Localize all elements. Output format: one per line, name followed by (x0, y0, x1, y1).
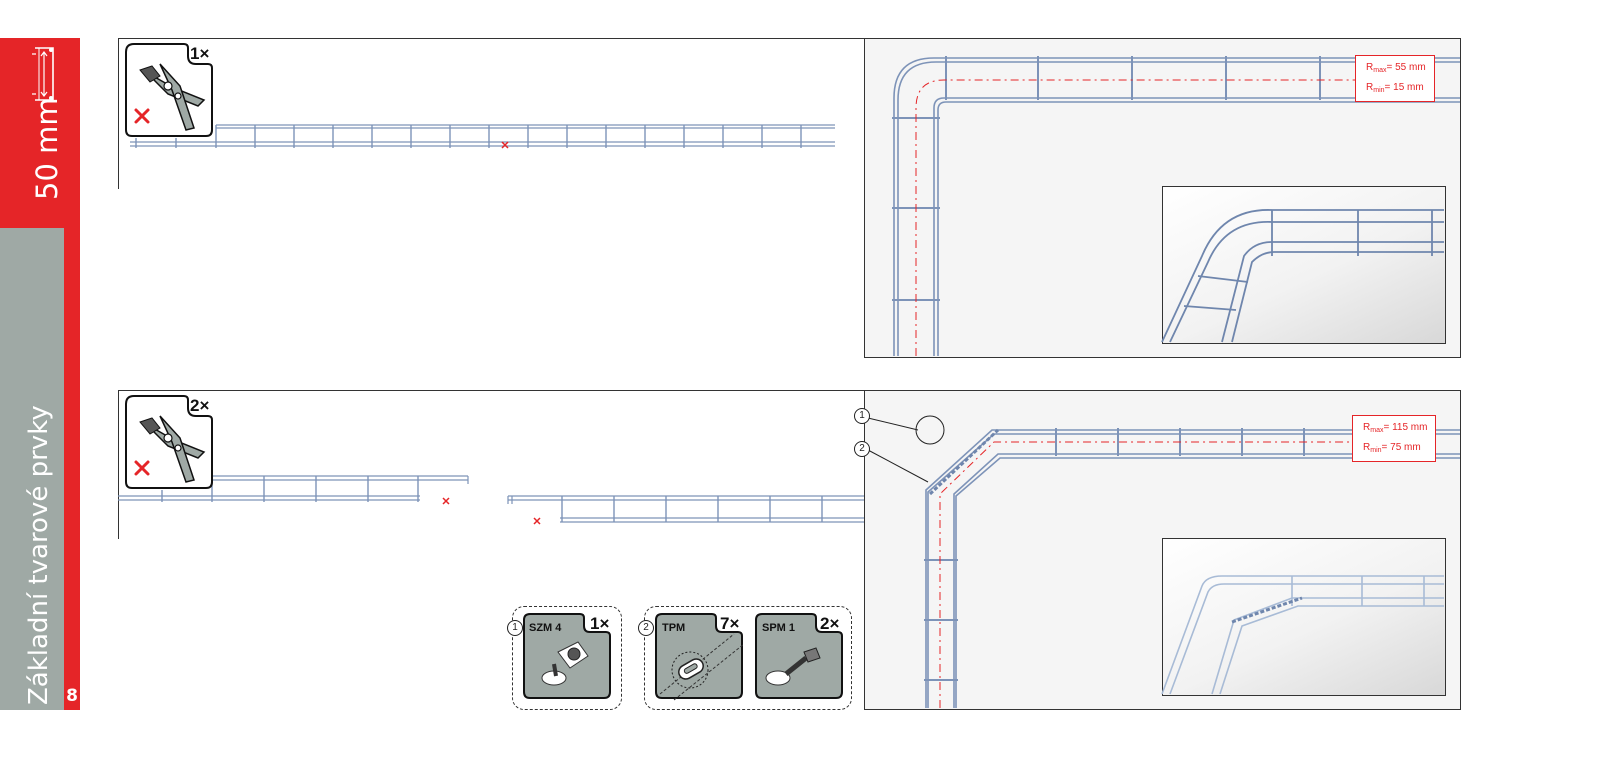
part-callout-2: 2 (638, 620, 654, 636)
part-name-spm1: SPM 1 (762, 622, 796, 634)
bend-callout-1: 1 (854, 408, 870, 424)
part-group-1 (512, 606, 622, 710)
step2-3d-inset (1162, 538, 1446, 696)
part-qty-szm4: 1× (590, 614, 610, 633)
step2-radius-box: Rmax= 115 mm Rmin= 75 mm (1352, 415, 1437, 462)
step1-quantity: 1× (190, 44, 210, 63)
step1-frame (118, 38, 865, 189)
sidebar-size-band (0, 38, 80, 228)
sidebar-section-band (0, 228, 64, 710)
step2-quantity: 2× (190, 396, 210, 415)
cross-mark-icon (134, 108, 150, 124)
step2-frame (118, 390, 865, 539)
bolt-cutter-icon (125, 43, 213, 137)
part-qty-spm1: 2× (820, 614, 840, 633)
cut-mark-icon (501, 141, 509, 149)
tray-size-label: 50 mm (30, 97, 64, 200)
step1-3d-bend (1161, 209, 1444, 343)
tray-width-icon (32, 47, 54, 101)
part-name-tpm: TPM (662, 622, 686, 634)
cut-mark-icon (533, 517, 541, 525)
step1-radius-box: Rmax= 55 mm Rmin= 15 mm (1355, 55, 1435, 102)
step1-bend-drawing (892, 56, 1460, 356)
step2-bend-drawing (867, 415, 1460, 708)
cut-mark-icon (442, 497, 450, 505)
clamp-part-icon (523, 613, 611, 699)
step1-3d-inset (1162, 186, 1446, 344)
plate-part-icon (655, 613, 745, 701)
part-name-szm4: SZM 4 (529, 622, 562, 634)
part-qty-tpm: 7× (720, 614, 740, 633)
part-group-2 (644, 606, 852, 710)
page-number: 8 (66, 686, 78, 706)
step2-straight-tray-left (118, 475, 469, 505)
bend-callout-2: 2 (854, 441, 870, 457)
step2-3d-bend (1161, 575, 1444, 695)
section-title: Základní tvarové prvky (24, 405, 54, 705)
step1-straight-tray (130, 124, 835, 149)
part-callout-1: 1 (507, 620, 523, 636)
sidebar-page-strip (64, 228, 80, 710)
step2-straight-tray-right (507, 495, 864, 525)
bolt-part-icon (755, 613, 843, 699)
bolt-cutter-icon (125, 395, 213, 489)
cross-mark-icon (134, 460, 150, 476)
